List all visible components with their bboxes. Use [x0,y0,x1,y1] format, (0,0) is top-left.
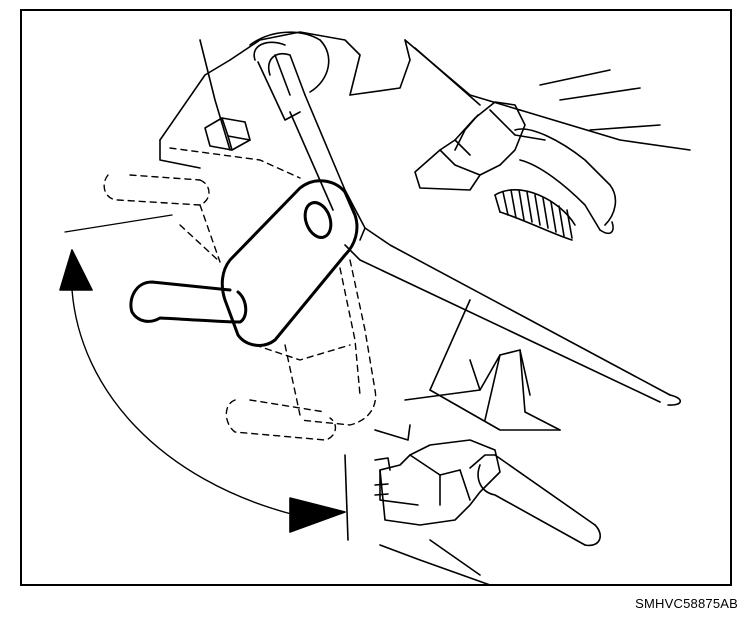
lower-rod [469,454,601,547]
coil-spring [494,189,576,241]
hex-bolt [204,117,251,151]
figure-code: SMHVC58875AB [635,596,738,611]
key-tab [129,179,359,347]
rotation-arc-arrow [59,214,349,541]
lever-rod [253,41,682,406]
ghost-positions [103,147,377,441]
lower-housing [374,299,561,586]
upper-housing [159,31,691,169]
lower-clip-bracket [374,439,501,526]
illustration-frame [20,9,732,586]
upper-clip-bracket [414,101,617,235]
